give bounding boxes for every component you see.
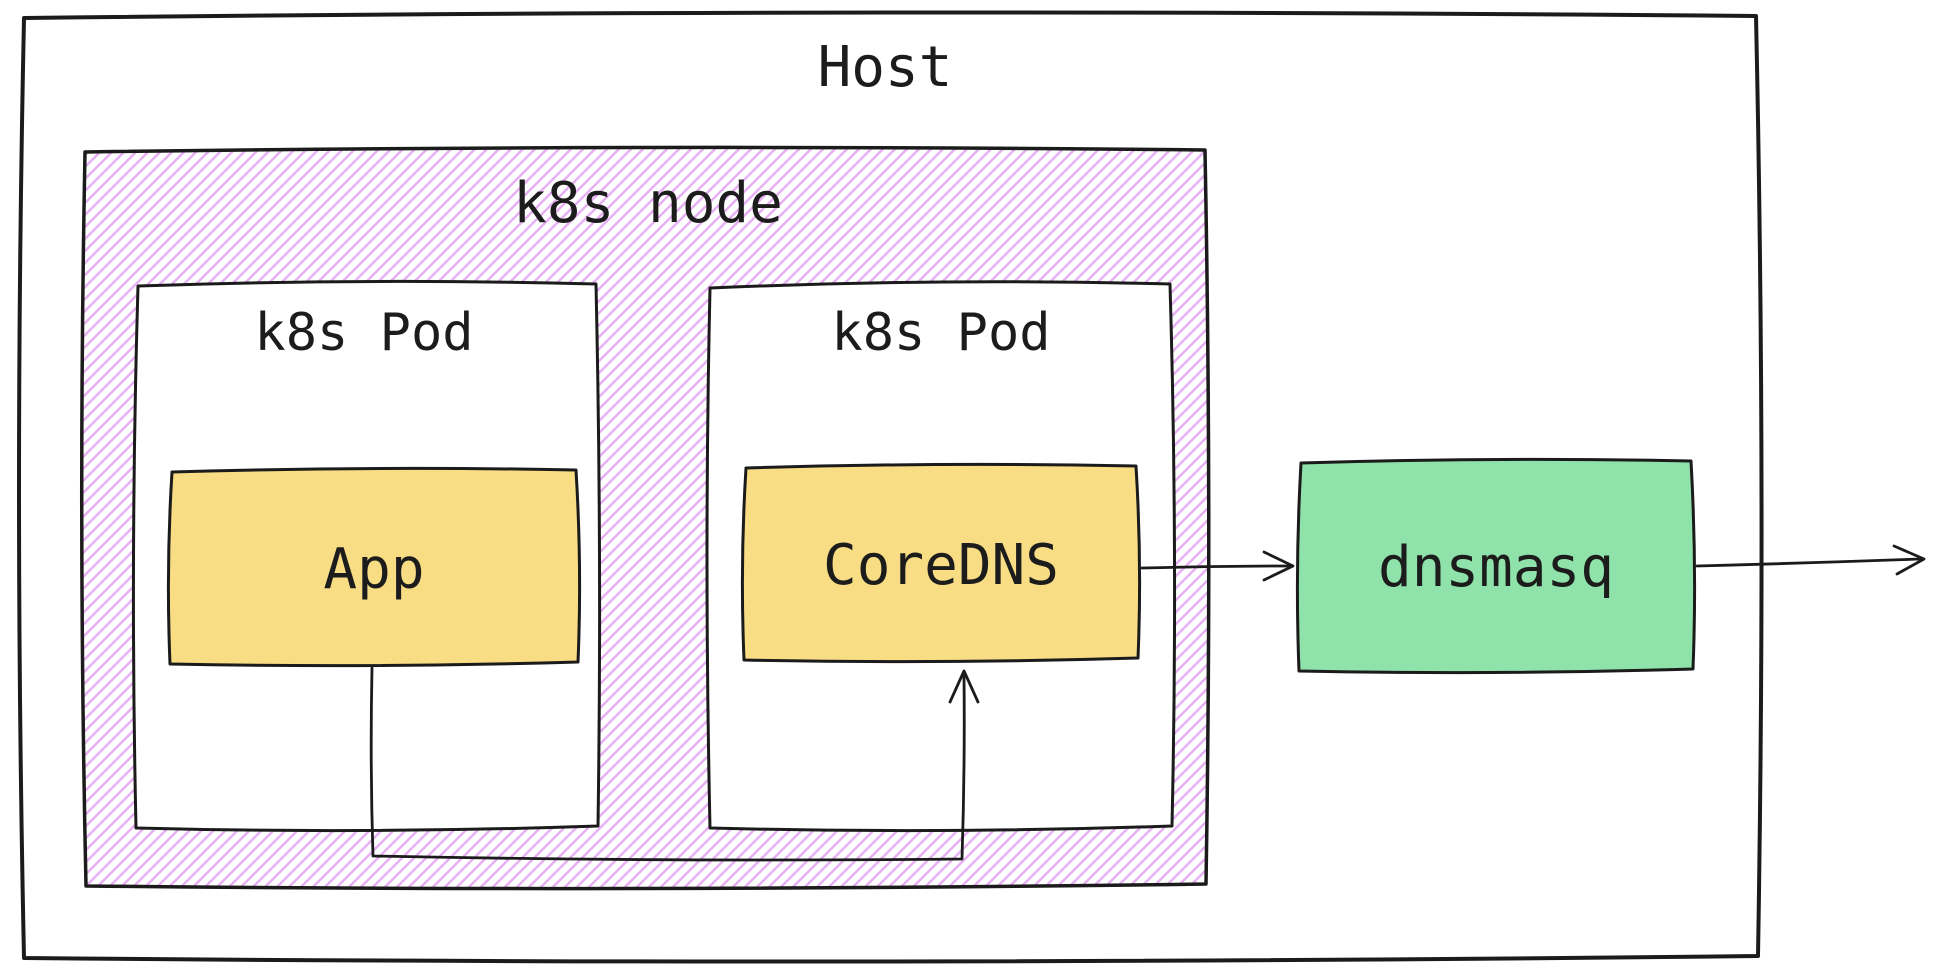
arrow-line xyxy=(1140,564,1292,570)
dnsmasq-box xyxy=(1295,457,1697,675)
app-label: App xyxy=(323,537,424,602)
k8s-node-label: k8s node xyxy=(513,171,783,236)
host-box xyxy=(17,10,1764,964)
arrow-line xyxy=(369,666,966,862)
host-label: Host xyxy=(818,35,953,100)
dnsmasq-label: dnsmasq xyxy=(1378,535,1614,600)
k8s-pod-right-label: k8s Pod xyxy=(831,303,1050,363)
arrow-app-to-coredns xyxy=(369,666,980,862)
diagram-root: Host k8s node k8s Pod k8s Pod App CoreDN… xyxy=(17,10,1926,964)
coredns-label: CoreDNS xyxy=(823,533,1059,598)
coredns-box xyxy=(740,462,1142,664)
arrow-head-up-icon xyxy=(948,669,980,704)
arrow-coredns-to-dnsmasq xyxy=(1140,550,1295,582)
arrow-line xyxy=(1695,557,1922,568)
app-box xyxy=(166,466,582,668)
k8s-pod-left-label: k8s Pod xyxy=(254,303,473,363)
arrow-head-right-icon xyxy=(1262,550,1295,582)
arrow-dnsmasq-to-external xyxy=(1695,544,1926,576)
arrow-head-right-icon xyxy=(1892,544,1926,576)
